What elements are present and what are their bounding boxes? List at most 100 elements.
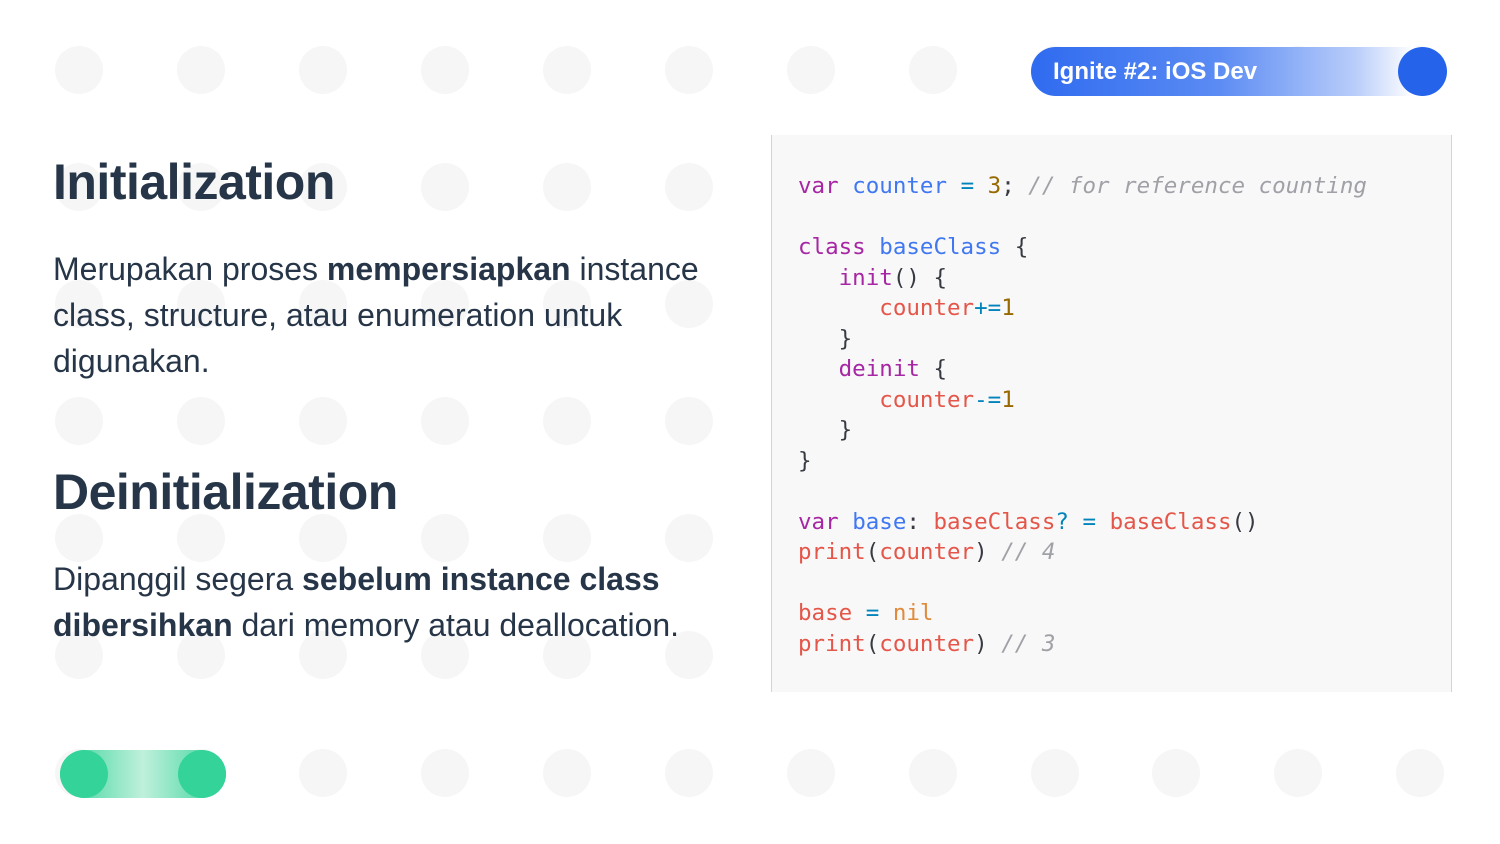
code-token xyxy=(798,265,839,291)
code-line: var base: baseClass? = baseClass() xyxy=(798,507,1367,538)
code-token: base xyxy=(852,508,907,535)
code-line: print(counter) // 4 xyxy=(798,537,1367,568)
background-dot xyxy=(909,749,957,797)
paragraph-text: Merupakan proses xyxy=(53,251,327,287)
background-dot xyxy=(299,46,347,94)
code-token: () xyxy=(1231,508,1259,535)
background-dot xyxy=(299,514,347,562)
code-token: counter xyxy=(879,539,975,565)
background-dot xyxy=(55,397,103,445)
code-token: { xyxy=(919,356,948,382)
initialization-heading: Initialization xyxy=(53,154,335,210)
background-dot xyxy=(421,749,469,797)
code-token: ) xyxy=(974,630,1002,657)
code-token: counter xyxy=(879,295,975,321)
background-dot xyxy=(299,280,347,328)
background-dot xyxy=(177,46,225,94)
code-line: base = nil xyxy=(798,598,1367,629)
event-badge-label: Ignite #2: iOS Dev xyxy=(1053,58,1258,85)
background-dot xyxy=(787,749,835,797)
code-token: var xyxy=(798,173,839,199)
code-token xyxy=(1069,509,1083,535)
initialization-description: Merupakan proses mempersiapkan instance … xyxy=(53,246,753,384)
background-dot xyxy=(177,163,225,211)
badge-circle-icon xyxy=(1398,47,1447,96)
background-dot xyxy=(55,280,103,328)
paragraph-text: dari memory atau deallocation. xyxy=(232,607,680,643)
background-dot xyxy=(543,46,591,94)
swift-code: var counter = 3; // for reference counti… xyxy=(798,171,1367,659)
code-token: print xyxy=(798,630,866,657)
code-token: counter xyxy=(852,173,948,199)
code-token: deinit xyxy=(838,356,920,382)
code-token: 1 xyxy=(1001,386,1015,413)
code-token: } xyxy=(798,447,812,474)
background-dot xyxy=(177,397,225,445)
deinitialization-description: Dipanggil segera sebelum instance class … xyxy=(53,556,733,648)
background-dot xyxy=(1274,749,1322,797)
code-token: { xyxy=(1001,234,1029,260)
background-dot xyxy=(177,280,225,328)
deinitialization-heading: Deinitialization xyxy=(53,464,398,520)
background-dot xyxy=(177,631,225,679)
code-token: var xyxy=(798,508,839,535)
code-line: counter+=1 xyxy=(798,293,1367,324)
paragraph-bold-text: sebelum instance class dibersihkan xyxy=(53,561,660,643)
code-token: counter xyxy=(879,386,975,413)
code-token: print xyxy=(798,539,866,565)
code-line: } xyxy=(798,415,1367,446)
background-dot xyxy=(421,280,469,328)
event-badge: Ignite #2: iOS Dev xyxy=(1031,47,1447,96)
code-token xyxy=(1096,509,1110,535)
paragraph-text: Dipanggil segera xyxy=(53,561,303,597)
code-token: ) xyxy=(974,539,1002,565)
code-token: nil xyxy=(892,600,934,626)
progress-toggle xyxy=(60,750,226,798)
code-token: base xyxy=(798,600,853,626)
code-token xyxy=(798,295,879,321)
code-token: } xyxy=(798,325,853,352)
background-dot xyxy=(299,749,347,797)
code-line xyxy=(798,202,1367,233)
code-line: } xyxy=(798,446,1367,477)
code-token: += xyxy=(974,295,1002,321)
background-dot xyxy=(665,397,713,445)
code-token xyxy=(839,509,853,535)
background-dot xyxy=(299,631,347,679)
code-line xyxy=(798,568,1367,599)
code-line xyxy=(798,476,1367,507)
background-dot xyxy=(543,631,591,679)
background-dot xyxy=(665,514,713,562)
background-dot xyxy=(1031,749,1079,797)
code-token: // 4 xyxy=(1001,539,1056,565)
background-dot xyxy=(665,46,713,94)
code-token: baseClass xyxy=(933,508,1056,535)
code-token xyxy=(879,600,893,626)
code-token: // 3 xyxy=(1001,630,1056,657)
code-line: var counter = 3; // for reference counti… xyxy=(798,171,1367,202)
code-token xyxy=(839,173,853,199)
background-dot xyxy=(665,280,713,328)
code-token: 1 xyxy=(1001,295,1015,321)
code-token xyxy=(866,234,880,260)
background-dot xyxy=(543,514,591,562)
paragraph-bold-text: mempersiapkan xyxy=(326,251,571,287)
background-dot xyxy=(543,280,591,328)
toggle-knob-right xyxy=(178,750,226,798)
toggle-knob-left xyxy=(60,750,108,798)
paragraph-text: instance class, structure, atau enumerat… xyxy=(53,251,699,379)
background-dot xyxy=(543,163,591,211)
code-token xyxy=(852,600,866,626)
code-token: -= xyxy=(974,386,1002,413)
background-dot xyxy=(55,46,103,94)
background-dot xyxy=(665,163,713,211)
code-line: counter-=1 xyxy=(798,385,1367,416)
background-dot xyxy=(1396,749,1444,797)
code-token: ; xyxy=(1001,173,1029,199)
code-block: var counter = 3; // for reference counti… xyxy=(771,135,1452,692)
background-dot xyxy=(55,631,103,679)
code-line: class baseClass { xyxy=(798,232,1367,263)
code-token: = xyxy=(1082,508,1097,535)
background-dot xyxy=(665,631,713,679)
code-token: init xyxy=(838,264,893,291)
